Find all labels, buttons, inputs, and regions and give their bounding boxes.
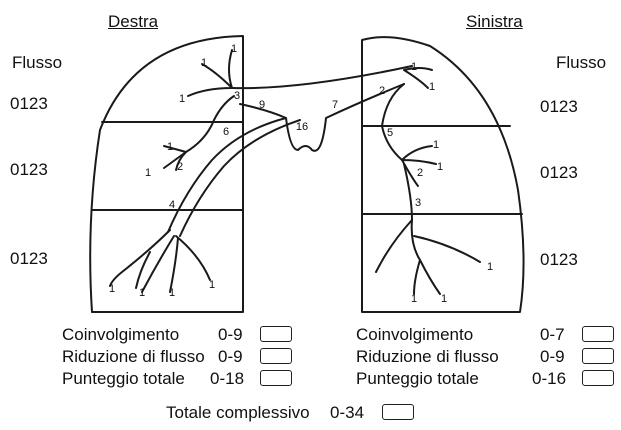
seg-right-mid-2: 2: [177, 161, 183, 173]
left-flow-label: Riduzione di flusso: [356, 348, 499, 365]
left-flow-range: 0-9: [540, 348, 565, 365]
left-involvement-box[interactable]: [582, 326, 614, 342]
grand-total-box[interactable]: [382, 404, 414, 420]
right-total-label: Punteggio totale: [62, 370, 185, 387]
seg-left-mid-1b: 1: [437, 161, 443, 173]
seg-right-middle-bronchus: 6: [223, 126, 229, 138]
grand-total-label: Totale complessivo: [166, 404, 310, 421]
right-involvement-label: Coinvolgimento: [62, 326, 179, 343]
left-flow-box[interactable]: [582, 348, 614, 364]
left-total-box[interactable]: [582, 370, 614, 386]
seg-right-apical-top: 1: [231, 43, 237, 55]
seg-left-main: 5: [387, 127, 393, 139]
seg-left-trachea: 7: [332, 99, 338, 111]
seg-left-upper: 2: [379, 85, 385, 97]
right-flow-box[interactable]: [260, 348, 292, 364]
seg-right-mid-1b: 1: [145, 167, 151, 179]
left-total-label: Punteggio totale: [356, 370, 479, 387]
right-flow-label: Riduzione di flusso: [62, 348, 205, 365]
seg-right-trachea: 9: [259, 99, 265, 111]
right-involvement-range: 0-9: [218, 326, 243, 343]
left-total-range: 0-16: [532, 370, 566, 387]
seg-left-mid-2: 2: [417, 167, 423, 179]
seg-right-upper-lobe: 3: [234, 90, 240, 102]
seg-left-mid-1: 1: [433, 139, 439, 151]
right-total-range: 0-18: [210, 370, 244, 387]
seg-right-lower: 4: [169, 199, 175, 211]
seg-right-mid-1: 1: [167, 141, 173, 153]
right-flow-range: 0-9: [218, 348, 243, 365]
seg-left-base-2: 1: [441, 293, 447, 305]
seg-left-apical-1: 1: [411, 61, 417, 73]
seg-trachea: 16: [296, 121, 308, 133]
seg-right-base-3: 1: [169, 287, 175, 299]
seg-right-base-2: 1: [139, 287, 145, 299]
seg-right-base-1: 1: [109, 283, 115, 295]
grand-total-range: 0-34: [330, 404, 364, 421]
seg-left-apical-1b: 1: [429, 81, 435, 93]
left-involvement-label: Coinvolgimento: [356, 326, 473, 343]
seg-right-base-4: 1: [209, 279, 215, 291]
seg-left-base-1: 1: [411, 293, 417, 305]
left-lung-outline: [362, 37, 524, 312]
right-involvement-box[interactable]: [260, 326, 292, 342]
seg-left-lower: 3: [415, 197, 421, 209]
seg-left-base-3: 1: [487, 261, 493, 273]
right-total-box[interactable]: [260, 370, 292, 386]
seg-right-apical-l2: 1: [179, 93, 185, 105]
left-involvement-range: 0-7: [540, 326, 565, 343]
seg-right-apical-l1: 1: [201, 57, 207, 69]
